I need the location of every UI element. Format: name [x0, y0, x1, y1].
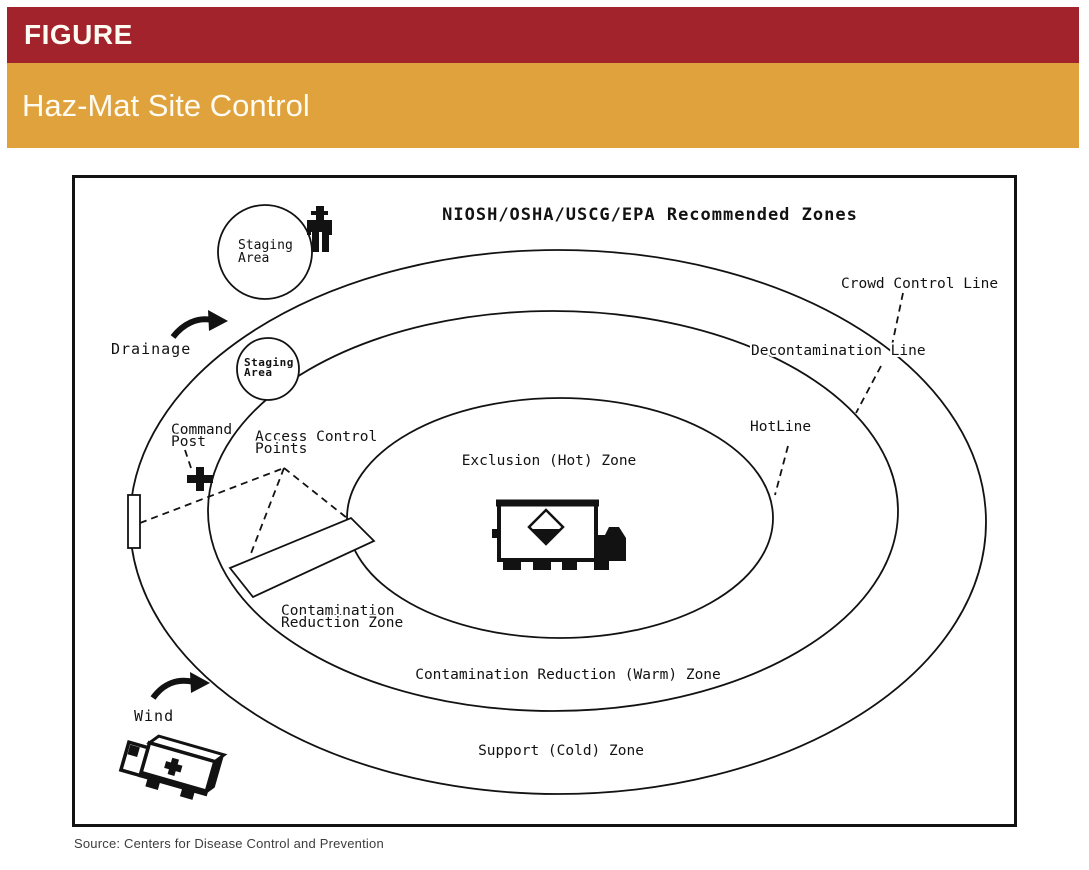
drainage-arrow-icon	[170, 310, 228, 339]
diagram-title: NIOSH/OSHA/USCG/EPA Recommended Zones	[442, 205, 858, 225]
svg-text:Command: Command	[171, 422, 232, 438]
source-credit: Source: Centers for Disease Control and …	[74, 836, 384, 851]
svg-text:Area: Area	[238, 251, 269, 266]
svg-text:Staging: Staging	[244, 356, 294, 369]
command-post-icon	[187, 467, 213, 491]
drainage-label: Drainage	[111, 340, 191, 358]
command-post-label: Command Post	[169, 420, 234, 452]
exclusion-zone-label: Exclusion (Hot) Zone	[462, 453, 637, 469]
staging-area-small-circle	[236, 337, 300, 401]
contamination-reduction-corridor-label: Contamination Reduction Zone	[279, 601, 405, 633]
svg-text:Access Control: Access Control	[255, 429, 377, 445]
svg-text:Contamination: Contamination	[281, 603, 395, 619]
ambulance-icon	[118, 734, 228, 800]
crowd-control-leader	[890, 292, 904, 351]
hazmat-truck-icon	[492, 499, 626, 570]
figure-title: Haz-Mat Site Control	[22, 87, 310, 123]
hazmat-zones-diagram: NIOSH/OSHA/USCG/EPA Recommended Zones Cr…	[72, 175, 1017, 827]
hotline-leader	[774, 445, 789, 496]
hotline-label: HotLine	[750, 419, 811, 435]
decontamination-line-label: Decontamination Line	[751, 343, 926, 359]
svg-text:Post: Post	[171, 434, 206, 450]
wind-label: Wind	[134, 707, 174, 725]
staging-area-label: Staging Area	[236, 236, 295, 268]
svg-text:Points: Points	[255, 441, 307, 457]
hotline-ellipse	[346, 397, 774, 639]
decontamination-corridor	[228, 516, 376, 599]
access-control-points-label: Access Control Points	[253, 427, 379, 459]
staging-area-small-label: Staging Area	[242, 354, 295, 381]
warm-zone-label: Contamination Reduction (Warm) Zone	[415, 667, 721, 683]
wind-arrow-icon	[150, 672, 210, 700]
site-entry-gate	[127, 494, 141, 549]
responder-icon	[307, 206, 332, 252]
access-control-path	[139, 467, 348, 557]
figure-kicker-label: FIGURE	[24, 19, 133, 50]
figure-kicker-bar: FIGURE	[7, 7, 1079, 63]
decontamination-line-ellipse	[207, 310, 899, 712]
crowd-control-line-label: Crowd Control Line	[841, 276, 998, 292]
svg-text:Area: Area	[244, 366, 273, 379]
cold-zone-label: Support (Cold) Zone	[478, 743, 644, 759]
svg-text:Reduction Zone: Reduction Zone	[281, 615, 403, 631]
decontamination-leader	[855, 365, 882, 414]
figure-title-bar: Haz-Mat Site Control	[7, 63, 1079, 148]
diagram-canvas: NIOSH/OSHA/USCG/EPA Recommended Zones Cr…	[109, 203, 1000, 800]
command-post-leader	[184, 449, 193, 472]
svg-text:Staging: Staging	[238, 238, 293, 253]
